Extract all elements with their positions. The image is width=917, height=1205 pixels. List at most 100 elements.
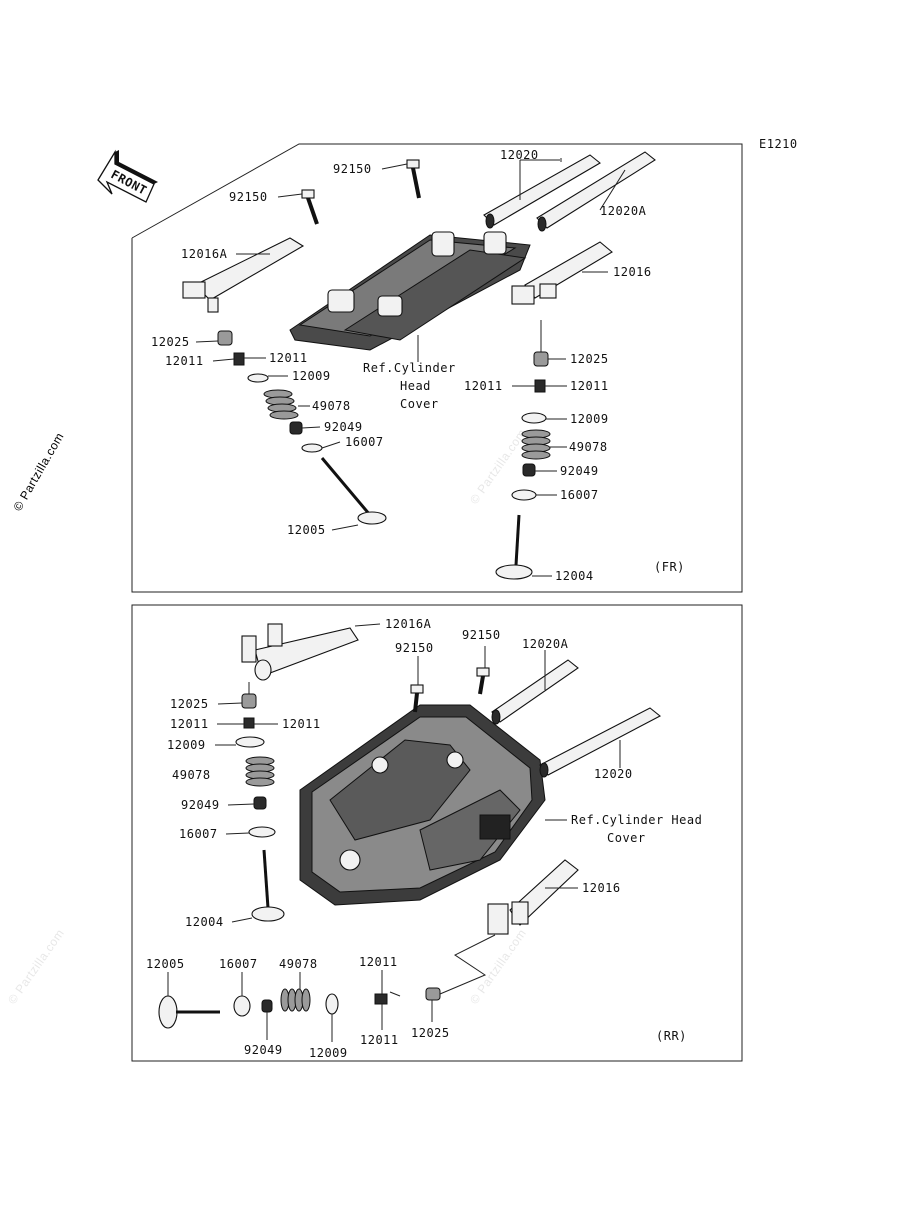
top-label-rocker-a: 12016A <box>181 247 228 261</box>
top-section-tag: (FR) <box>654 560 685 574</box>
bottom-adjuster-a-icon <box>241 693 257 709</box>
top-label-bolt-a: 92150 <box>229 190 268 204</box>
bottom-bolt-b-icon <box>476 667 490 695</box>
top-label-ref-line2: Head <box>400 379 431 393</box>
top-label-cotter-a-left: 12011 <box>165 354 204 368</box>
bottom-leader-lines <box>167 623 621 1042</box>
diagram-code: E1210 <box>759 137 798 151</box>
top-adjuster-a-icon <box>217 330 233 346</box>
top-valve-intake-icon <box>495 514 533 580</box>
bottom-label-cotter-b-top: 12011 <box>359 955 398 969</box>
bottom-left-valve-stack <box>235 682 285 922</box>
top-label-rocker-b: 12016 <box>613 265 652 279</box>
top-label-shaft-a: 12020 <box>500 148 539 162</box>
bottom-label-valve-exhaust: 12005 <box>146 957 185 971</box>
top-retainer-a-icon <box>247 373 269 383</box>
top-left-valve-stack <box>217 330 387 525</box>
top-seal-b-icon <box>522 463 536 477</box>
top-label-spring-b: 49078 <box>569 440 608 454</box>
top-label-retainer-a: 12009 <box>292 369 331 383</box>
top-bolt-a-icon <box>301 189 319 225</box>
top-seat-a-icon <box>301 443 323 453</box>
top-bolt-b-icon <box>406 159 421 199</box>
top-label-seat-b: 16007 <box>560 488 599 502</box>
top-label-spring-a: 49078 <box>312 399 351 413</box>
top-label-seal-b: 92049 <box>560 464 599 478</box>
top-rocker-shaft-b-icon <box>536 151 656 232</box>
bottom-retainer-b-icon <box>325 993 339 1015</box>
bottom-valve-exhaust-icon <box>158 995 220 1029</box>
top-label-shaft-b: 12020A <box>600 204 647 218</box>
watermark-main: © Partzilla.com <box>10 430 66 514</box>
bottom-label-ref-line1: Ref.Cylinder Head <box>571 813 702 827</box>
bottom-seat-b-icon <box>233 995 251 1017</box>
top-rocker-shaft-a-icon <box>483 154 601 229</box>
top-label-cotter-b-right: 12011 <box>570 379 609 393</box>
bottom-label-retainer-b: 12009 <box>309 1046 348 1060</box>
top-cotter-b-icon <box>534 379 546 393</box>
bottom-label-bolt-a: 92150 <box>395 641 434 655</box>
bottom-label-bolt-b: 92150 <box>462 628 501 642</box>
bottom-label-cotter-b-bottom: 12011 <box>360 1033 399 1047</box>
bottom-label-seal-a: 92049 <box>181 798 220 812</box>
bottom-label-seat-a: 16007 <box>179 827 218 841</box>
bottom-cylinder-head-cover <box>299 704 546 906</box>
bottom-section-frame <box>131 604 743 1062</box>
bottom-spring-b-icon <box>280 988 311 1012</box>
bottom-bolt-a-icon <box>410 684 424 713</box>
bottom-label-rocker-a: 12016A <box>385 617 432 631</box>
top-spring-a-icon <box>263 389 299 420</box>
top-label-valve-intake: 12004 <box>555 569 594 583</box>
top-label-ref-line3: Cover <box>400 397 439 411</box>
bottom-label-shaft-b: 12020 <box>594 767 633 781</box>
bottom-cotter-a-icon <box>243 717 255 729</box>
bottom-label-cotter-a-left: 12011 <box>170 717 209 731</box>
bottom-rocker-shaft-b-icon <box>539 707 661 778</box>
bottom-adjuster-b-icon <box>425 987 441 1001</box>
top-labels: 92150 92150 12020 12020A 12016A 12016 12… <box>151 148 652 583</box>
top-label-seal-a: 92049 <box>324 420 363 434</box>
bottom-seat-a-icon <box>248 826 276 838</box>
top-spring-b-icon <box>521 429 551 460</box>
top-label-adjuster-a: 12025 <box>151 335 190 349</box>
bottom-label-valve-intake: 12004 <box>185 915 224 929</box>
bottom-label-spring-b: 49078 <box>279 957 318 971</box>
bottom-label-seal-b: 92049 <box>244 1043 283 1057</box>
top-label-adjuster-b: 12025 <box>570 352 609 366</box>
bottom-rocker-shaft-a-icon <box>491 659 579 725</box>
bottom-label-cotter-a-right: 12011 <box>282 717 321 731</box>
bottom-rocker-arm-b-icon <box>487 859 579 935</box>
bottom-seal-a-icon <box>253 796 267 810</box>
bottom-label-seat-b: 16007 <box>219 957 258 971</box>
bottom-retainer-a-icon <box>235 736 265 748</box>
top-leader-lines <box>195 158 626 577</box>
top-section-frame <box>131 143 743 593</box>
top-label-valve-exhaust: 12005 <box>287 523 326 537</box>
front-arrow-icon: FRONT <box>97 149 158 203</box>
bottom-spring-a-icon <box>245 756 275 787</box>
bottom-label-spring-a: 49078 <box>172 768 211 782</box>
watermark-faint-lower-left: © Partzilla.com <box>5 926 67 1006</box>
bottom-label-ref-line2: Cover <box>607 831 646 845</box>
bottom-horizontal-valve-stack <box>158 987 441 1029</box>
top-label-ref-line1: Ref.Cylinder <box>363 361 456 375</box>
bottom-label-adjuster-a: 12025 <box>170 697 209 711</box>
top-retainer-b-icon <box>521 412 547 424</box>
watermark-faint-lower-center: © Partzilla.com <box>467 926 529 1006</box>
bottom-valve-intake-icon <box>251 849 285 922</box>
top-label-seat-a: 16007 <box>345 435 384 449</box>
bottom-section-tag: (RR) <box>656 1029 687 1043</box>
bottom-label-retainer-a: 12009 <box>167 738 206 752</box>
top-label-bolt-b: 92150 <box>333 162 372 176</box>
bottom-labels: 12016A 92150 92150 12020A 12020 12025 12… <box>146 617 702 1060</box>
bottom-rocker-arm-a-icon <box>241 623 359 681</box>
bottom-cotter-b-icon <box>374 993 388 1005</box>
top-rocker-arm-b-icon <box>511 241 613 305</box>
top-adjuster-b-icon <box>533 351 549 367</box>
top-seal-a-icon <box>289 421 303 435</box>
bottom-label-adjuster-b: 12025 <box>411 1026 450 1040</box>
top-label-retainer-b: 12009 <box>570 412 609 426</box>
top-cotter-a-icon <box>233 352 245 366</box>
